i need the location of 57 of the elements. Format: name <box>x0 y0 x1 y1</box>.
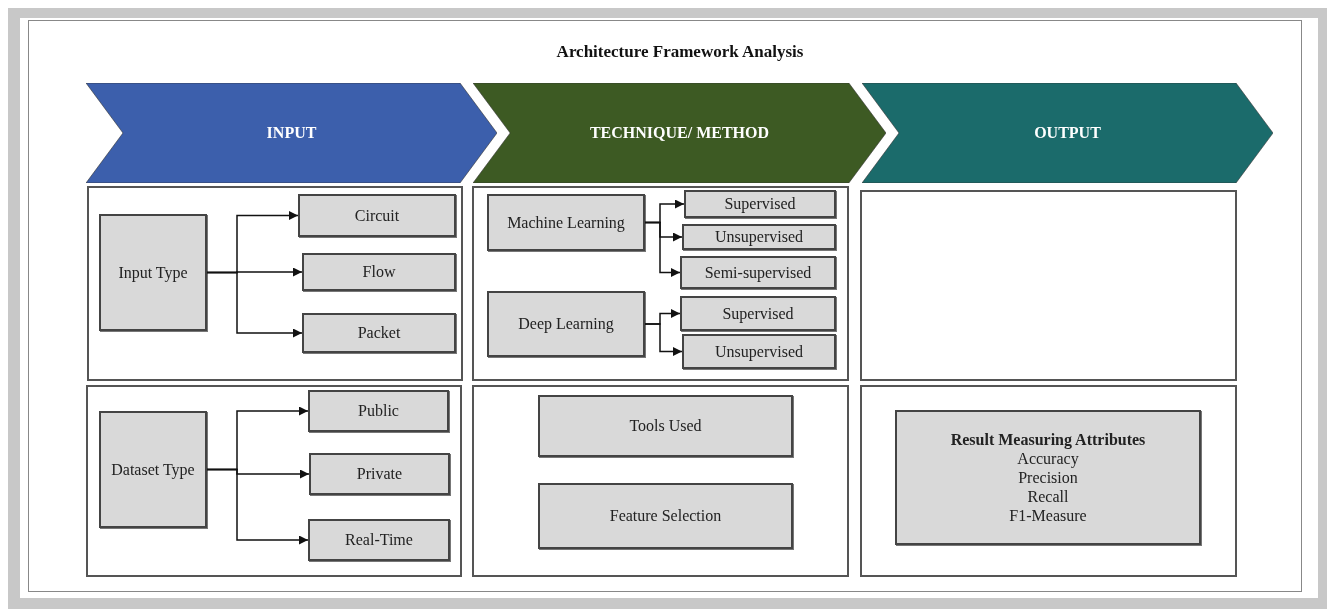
process-box <box>680 256 836 289</box>
diagram-title: Architecture Framework Analysis <box>555 42 805 62</box>
process-box <box>487 291 645 357</box>
process-box <box>680 296 836 331</box>
arrow <box>644 221 681 277</box>
stage-banner <box>862 83 1273 183</box>
process-box <box>682 334 836 369</box>
process-box <box>308 519 450 561</box>
process-box <box>682 224 836 250</box>
box-label: Recall <box>1027 487 1069 507</box>
box-label: Supervised <box>723 194 797 214</box>
stage-banner <box>86 83 497 183</box>
process-box <box>308 390 449 432</box>
box-label: Dataset Type <box>110 459 196 480</box>
box-label: Input Type <box>117 262 189 283</box>
box-label: F1-Measure <box>1009 506 1087 526</box>
box-label: Real-Time <box>344 530 414 550</box>
process-box <box>302 253 456 291</box>
box-label: Unsupervised <box>714 341 804 362</box>
panel-box <box>472 385 849 577</box>
process-box <box>298 194 456 237</box>
process-box <box>895 410 1201 545</box>
process-box <box>538 483 793 549</box>
stage-label: OUTPUT <box>1034 123 1101 143</box>
box-label: Supervised <box>721 303 795 324</box>
arrow <box>206 271 303 338</box>
stage-label: TECHNIQUE/ METHOD <box>589 123 770 143</box>
box-label: Feature Selection <box>608 506 723 526</box>
process-box <box>99 411 207 528</box>
panel-box <box>472 186 849 381</box>
box-label: Unsupervised <box>714 227 804 247</box>
box-label: Circuit <box>353 205 401 226</box>
box-label: Tools Used <box>628 416 703 436</box>
arrow <box>206 468 309 545</box>
box-heading: Result Measuring Attributes <box>950 429 1146 449</box>
panel-box <box>860 190 1237 381</box>
box-label: Accuracy <box>1017 449 1079 468</box>
stage-label: INPUT <box>266 123 317 143</box>
box-label: Flow <box>361 262 397 282</box>
panel-box <box>860 385 1237 577</box>
box-label: Private <box>355 464 404 484</box>
panel-box <box>87 186 463 381</box>
process-box <box>538 395 793 457</box>
box-label: Public <box>357 401 400 421</box>
process-box <box>99 214 207 331</box>
box-label: Deep Learning <box>517 314 615 334</box>
box-label: Precision <box>1018 468 1078 488</box>
arrow <box>644 323 683 356</box>
process-box <box>309 453 450 495</box>
process-box <box>684 190 836 218</box>
stage-banner <box>473 83 886 183</box>
panel-box <box>86 385 462 577</box>
process-box <box>487 194 645 251</box>
box-label: Semi-supervised <box>703 262 813 283</box>
box-label: Machine Learning <box>506 212 626 233</box>
box-label: Packet <box>356 323 402 343</box>
process-box <box>302 313 456 353</box>
